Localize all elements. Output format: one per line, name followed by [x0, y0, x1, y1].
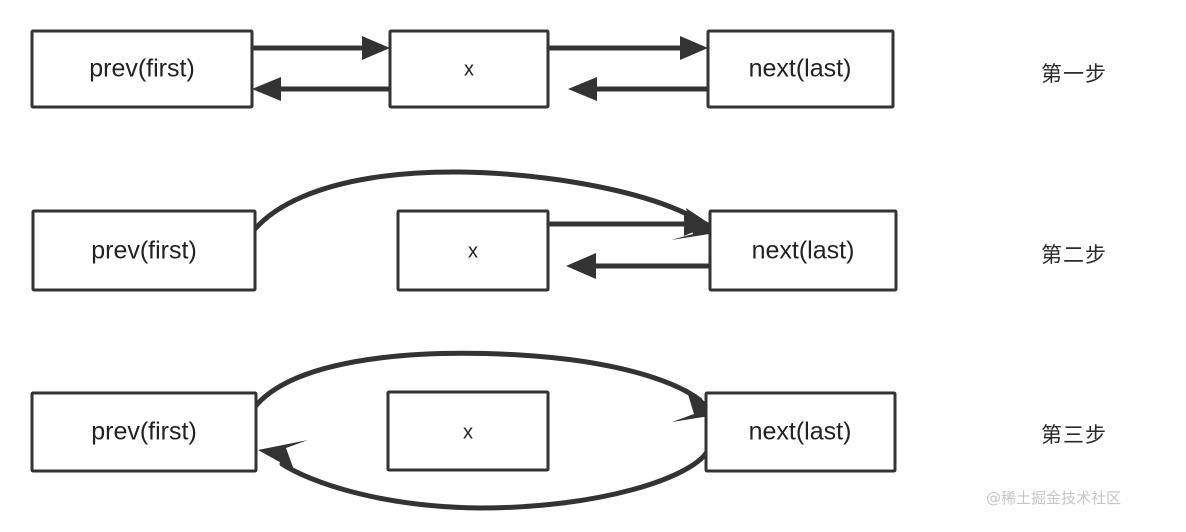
- row-2-group: prev(first) x next(last): [31, 169, 898, 292]
- box-x[interactable]: [396, 209, 550, 292]
- box-x-label: x: [464, 58, 474, 80]
- box-next-last[interactable]: [708, 209, 898, 292]
- row-1-group: prev(first) x next(last): [30, 29, 895, 109]
- box-prev-first-label: prev(first): [91, 418, 197, 446]
- edge-prev-to-next-curve-over: [252, 169, 703, 232]
- arrowhead-next-to-x: [568, 77, 597, 101]
- row-1-box-prev[interactable]: prev(first): [30, 29, 254, 109]
- row-2-edges: [252, 169, 722, 279]
- row-2-box-x[interactable]: x: [396, 209, 550, 292]
- step-label-3: 第三步: [1041, 423, 1107, 447]
- arrowhead-next-to-x: [566, 253, 596, 279]
- box-next-last-label: next(last): [749, 55, 852, 83]
- row-2-box-next[interactable]: next(last): [708, 209, 898, 292]
- box-x-label: x: [463, 421, 473, 443]
- row-1-edges: [252, 36, 708, 101]
- row-3-box-x[interactable]: x: [386, 390, 550, 472]
- row-1-box-x[interactable]: x: [388, 29, 550, 109]
- row-3-box-prev[interactable]: prev(first): [30, 391, 258, 473]
- box-prev-first[interactable]: [30, 29, 254, 109]
- box-x[interactable]: [388, 29, 550, 109]
- edge-next-to-prev-curve-under: [279, 449, 710, 511]
- arrowhead-prev-to-x: [362, 36, 390, 60]
- watermark: @稀土掘金技术社区: [986, 489, 1122, 507]
- edge-prev-to-next-curve-over: [251, 350, 703, 411]
- arrowhead-x-to-next: [684, 212, 712, 236]
- arrowhead-x-to-next: [680, 36, 708, 60]
- row-3-box-next[interactable]: next(last): [704, 391, 897, 473]
- box-prev-first-label: prev(first): [89, 55, 195, 83]
- box-next-last[interactable]: [706, 29, 895, 109]
- box-x-label: x: [468, 240, 478, 262]
- step-label-1: 第一步: [1041, 62, 1107, 86]
- box-next-last-label: next(last): [749, 418, 852, 446]
- row-3-group: prev(first) x next(last): [30, 350, 897, 511]
- row-2-box-prev[interactable]: prev(first): [31, 209, 257, 292]
- box-prev-first-label: prev(first): [91, 237, 197, 265]
- arrowhead-x-to-prev: [252, 77, 281, 101]
- box-prev-first[interactable]: [31, 209, 257, 292]
- box-next-last-label: next(last): [752, 237, 855, 265]
- box-next-last[interactable]: [704, 391, 897, 473]
- box-x[interactable]: [386, 390, 550, 472]
- step-label-2: 第二步: [1041, 243, 1107, 267]
- box-prev-first[interactable]: [30, 391, 258, 473]
- row-1-box-next[interactable]: next(last): [706, 29, 895, 109]
- arrowhead-next-to-prev-curve: [258, 440, 308, 470]
